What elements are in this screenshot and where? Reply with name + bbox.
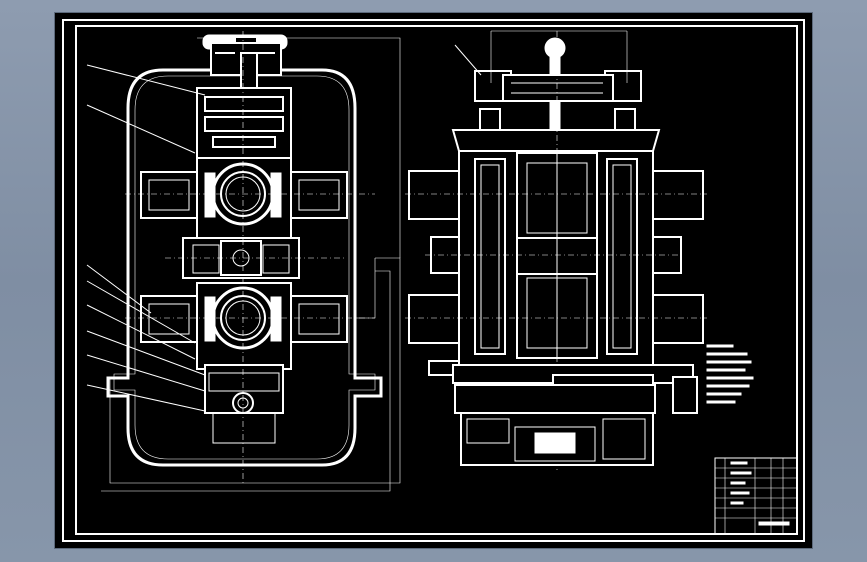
front-view [86, 31, 401, 492]
front-leaders [86, 64, 206, 412]
title-block [714, 457, 798, 535]
sheet-border [62, 19, 805, 542]
drawing-canvas [62, 19, 805, 542]
side-leader [454, 44, 482, 76]
technical-notes [706, 344, 754, 404]
side-view [405, 30, 707, 473]
cad-viewport[interactable] [55, 13, 812, 548]
